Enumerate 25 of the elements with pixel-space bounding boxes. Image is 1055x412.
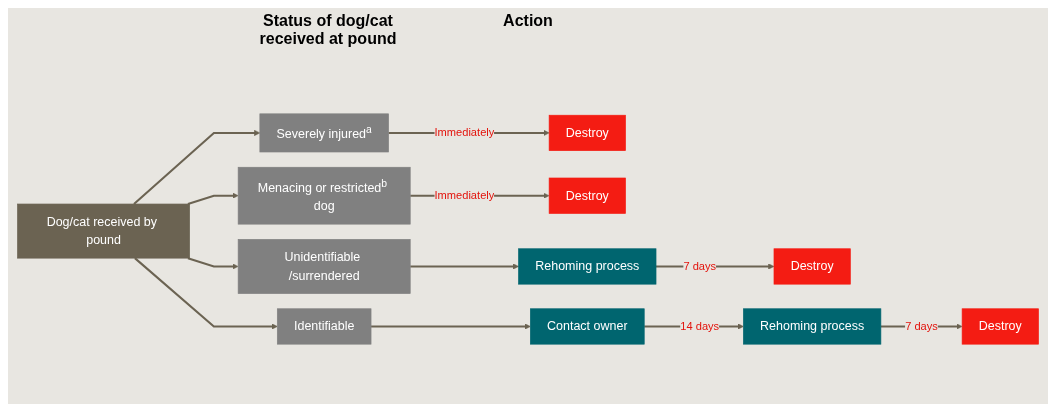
node-box: Destroy	[548, 114, 626, 151]
node-box: Destroy	[773, 248, 851, 285]
node-box: Unidentifiable /surrendered	[237, 239, 411, 294]
arrow	[187, 257, 239, 270]
column-heading: Action	[502, 12, 554, 30]
arrow	[133, 129, 261, 205]
arrow	[187, 192, 239, 205]
arrow	[410, 263, 519, 270]
edge-label: 14 days	[680, 320, 720, 333]
node-box: Dog/cat received by pound	[17, 203, 190, 259]
node-box: Destroy	[548, 177, 626, 214]
arrow	[134, 257, 278, 330]
column-heading: Status of dog/cat received at pound	[258, 12, 398, 48]
edge-label: 7 days	[905, 320, 938, 333]
arrow	[371, 323, 531, 330]
edge-label: 7 days	[683, 260, 717, 273]
node-box: Contact owner	[530, 308, 645, 345]
node-box: Rehoming process	[518, 248, 657, 285]
edge-label: Immediately	[434, 189, 495, 202]
node-box: Destroy	[961, 308, 1039, 345]
edge-label: Immediately	[434, 126, 495, 139]
node-box: Menacing or restricted$^{b}$ dog	[237, 166, 411, 225]
node-box: Severely injured$^{a}$	[259, 113, 389, 153]
node-box: Rehoming process	[743, 308, 882, 345]
node-box: Identifiable	[276, 308, 372, 345]
